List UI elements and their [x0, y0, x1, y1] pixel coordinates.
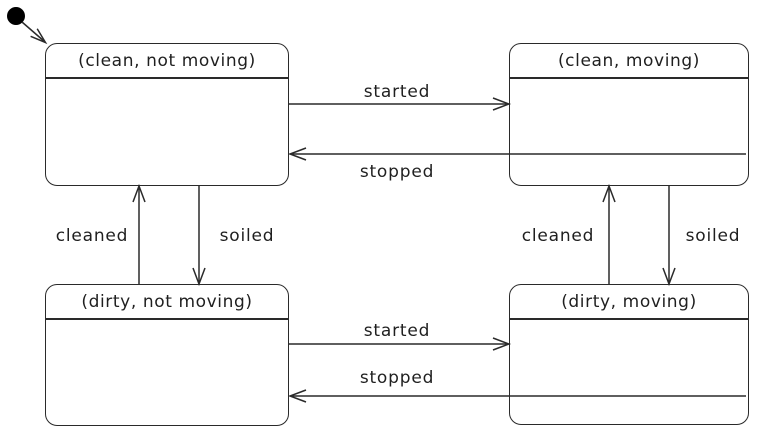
state-title: (dirty, not moving) — [46, 285, 288, 320]
arrowhead-down — [192, 267, 206, 287]
arrowhead-right — [492, 97, 512, 111]
state-title: (clean, not moving) — [46, 44, 288, 79]
arrowhead-down — [662, 267, 676, 287]
arrowhead-up — [602, 183, 616, 203]
transition-label-cleaned-left: cleaned — [55, 226, 129, 246]
transition-label-stopped-top: stopped — [359, 162, 435, 182]
arrowhead-up — [132, 183, 146, 203]
arrowhead-left — [287, 147, 307, 161]
transition-label-stopped-bottom: stopped — [359, 368, 435, 388]
transition-label-started-bottom: started — [363, 321, 431, 341]
transition-label-soiled-left: soiled — [219, 226, 275, 246]
initial-state-dot — [7, 7, 25, 25]
arrowhead-left — [287, 389, 307, 403]
state-dirty-not-moving: (dirty, not moving) — [45, 284, 289, 426]
state-clean-moving: (clean, moving) — [509, 43, 749, 186]
state-dirty-moving: (dirty, moving) — [509, 284, 749, 425]
state-title: (clean, moving) — [510, 44, 748, 79]
arrowhead-right — [492, 337, 512, 351]
initial-state-marker — [7, 7, 48, 45]
transition-label-soiled-right: soiled — [685, 226, 741, 246]
initial-transition-line — [21, 21, 46, 43]
state-title: (dirty, moving) — [510, 285, 748, 320]
transition-label-started-top: started — [363, 82, 431, 102]
state-clean-not-moving: (clean, not moving) — [45, 43, 289, 186]
transition-label-cleaned-right: cleaned — [521, 226, 595, 246]
initial-transition-arrowhead — [30, 28, 48, 45]
